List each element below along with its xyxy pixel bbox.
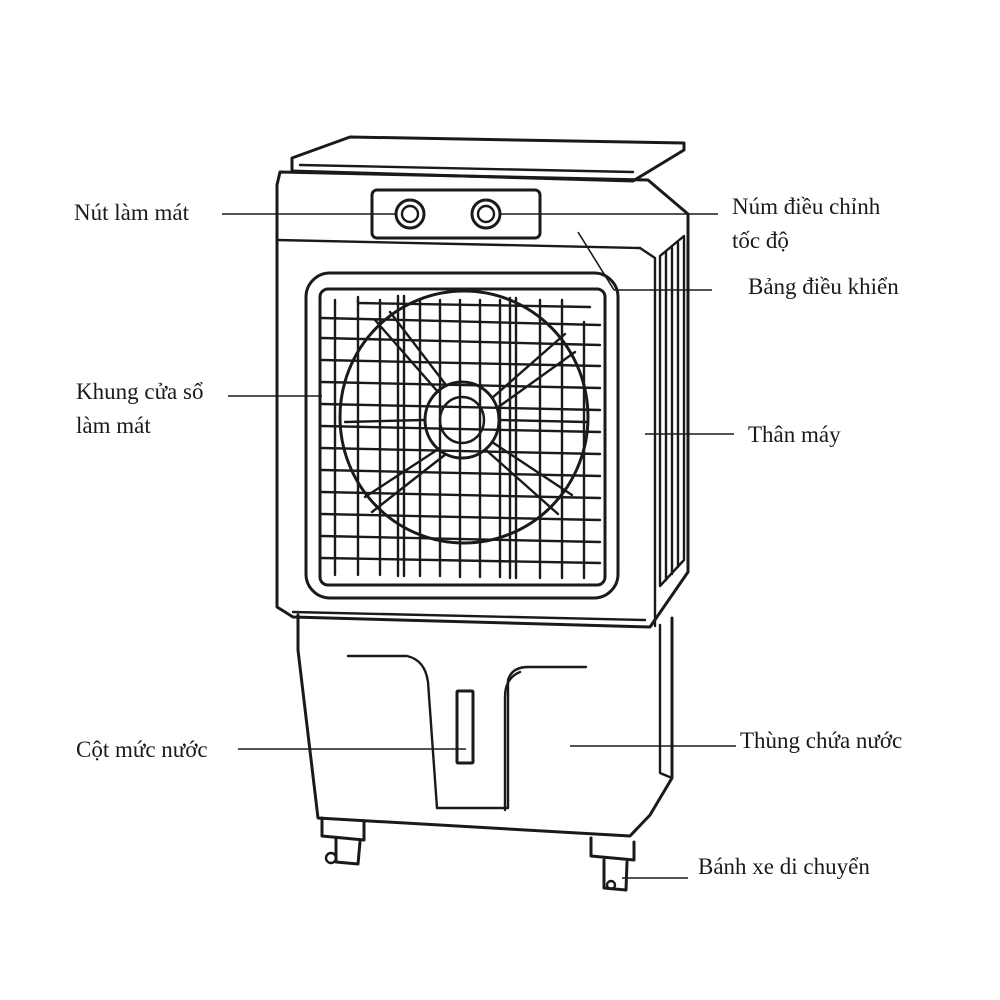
cooling-window-frame [304,271,620,600]
leader-control-panel [577,231,615,291]
fan-blades [343,310,588,516]
water-tank [296,613,674,838]
label-speed-knob: Núm điều chỉnh tốc độ [732,194,881,253]
water-level-column [455,689,475,765]
label-cooling-button: Nút làm mát [74,200,189,225]
side-louvre-grille [658,234,686,588]
label-cooling-window-frame: Khung cửa sổ làm mát [76,379,204,438]
cabinet-body [275,170,690,629]
cooling-button-knob [394,198,426,230]
label-wheels: Bánh xe di chuyển [698,854,870,879]
label-body: Thân máy [748,422,841,447]
speed-control-knob [470,198,502,230]
fan [338,289,590,545]
wheel-left [320,816,366,866]
wheels [320,816,636,892]
label-control-panel: Bảng điều khiển [748,274,899,299]
label-water-tank: Thùng chứa nước [740,728,903,753]
leader-lines [222,213,736,879]
wheel-right [589,836,636,892]
label-water-level-column: Cột mức nước [76,737,208,762]
